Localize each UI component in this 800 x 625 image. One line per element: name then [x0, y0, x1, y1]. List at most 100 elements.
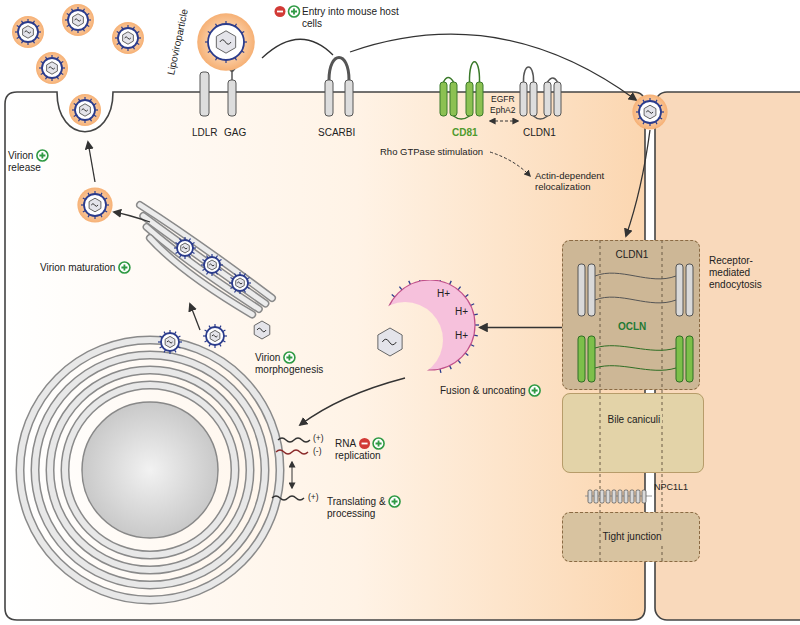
promotes-icon	[289, 6, 300, 17]
glycoprotein	[409, 281, 411, 285]
capsid	[89, 198, 101, 212]
envelope	[232, 275, 248, 291]
envelope	[84, 194, 106, 216]
step-label: Entry into mouse host cells	[302, 6, 410, 30]
capsid	[236, 278, 245, 288]
capsid	[123, 32, 134, 44]
host-cell	[5, 92, 645, 620]
virions	[12, 4, 668, 354]
viral-rna	[382, 339, 396, 345]
capsid	[181, 243, 190, 253]
lipoprotein-coat	[77, 187, 112, 222]
endosome-membrane	[385, 280, 475, 370]
part-label: (+)	[313, 433, 324, 443]
box-heading: Receptor-mediated endocytosis	[709, 255, 793, 291]
occludin-pairs	[578, 336, 693, 382]
part-label: (+)	[308, 492, 319, 502]
box-label: H+	[453, 306, 470, 318]
viral-rna	[237, 282, 242, 284]
viral-rna	[257, 328, 266, 332]
virion	[201, 254, 223, 276]
er-lumen	[20, 340, 280, 600]
envelope	[208, 24, 244, 60]
capsid	[165, 336, 175, 347]
envelope	[42, 58, 62, 78]
envelope	[68, 10, 88, 30]
viral-rna	[91, 204, 98, 207]
step-label: Fusion & uncoating	[440, 385, 526, 397]
lipoviroparticle	[36, 52, 68, 84]
endosome-shape	[335, 280, 480, 375]
lipoviroparticle	[69, 94, 101, 126]
box-label: H+	[435, 288, 452, 300]
receptors	[200, 58, 561, 120]
part-label: LDLR	[192, 127, 218, 139]
transmembrane-segment	[594, 490, 598, 503]
capsid	[47, 62, 58, 74]
lipoviroparticle	[112, 22, 144, 54]
golgi-lumen	[143, 216, 265, 304]
capsid	[80, 104, 91, 116]
step-label: Translating & processing	[327, 496, 407, 520]
promotes-icon	[119, 262, 130, 273]
lipoviroparticle	[632, 94, 667, 129]
envelope	[161, 333, 179, 351]
er-lumen	[35, 355, 265, 585]
viral-rna	[125, 37, 131, 39]
glycoprotein	[450, 281, 452, 285]
capsid	[216, 31, 235, 53]
envelope	[177, 240, 193, 256]
viral-rna	[209, 264, 214, 266]
box-label: CLDN1	[614, 249, 651, 261]
promotes-icon	[373, 438, 384, 449]
lipoviroparticle	[197, 13, 255, 71]
promotes-icon	[37, 150, 48, 161]
box-label: H+	[453, 330, 470, 342]
transmembrane-segment	[636, 490, 640, 503]
part-label: Lipoviroparticle	[164, 2, 192, 83]
tight-junction-box: Tight junction	[562, 512, 700, 562]
transmembrane-segment	[606, 490, 610, 503]
envelope	[639, 101, 661, 123]
promotes-icon	[389, 496, 400, 507]
er-sheet	[20, 340, 280, 600]
capsid	[208, 260, 217, 270]
lipoviroparticle	[12, 16, 44, 48]
restricts-icon	[275, 6, 286, 17]
envelope	[204, 257, 220, 273]
capsid	[210, 330, 220, 341]
lipoprotein-coat	[62, 4, 94, 36]
lipoprotein-coat	[197, 13, 255, 71]
nucleus	[82, 402, 218, 538]
nucleocapsid	[254, 321, 270, 339]
npc1l1-protein	[585, 490, 652, 503]
part-label: Actin-dependent relocalization	[535, 170, 635, 193]
cells	[5, 92, 800, 620]
bile-canaliculus-box: Bile caniculi	[562, 393, 704, 473]
glycoprotein	[475, 324, 479, 325]
viral-rna	[49, 67, 55, 69]
viral-rna	[167, 341, 173, 343]
virion	[158, 330, 182, 354]
virion	[229, 272, 251, 294]
lipoviroparticle	[77, 187, 112, 222]
part-label: NPC1L1	[654, 482, 688, 493]
lipoprotein-coat	[69, 94, 101, 126]
er-lumen	[50, 370, 250, 570]
glycoprotein	[450, 366, 452, 370]
step-label: Virion morphogenesis	[255, 352, 335, 376]
endoplasmic-reticulum	[20, 340, 280, 600]
envelope	[18, 22, 38, 42]
viral-rna	[646, 111, 653, 114]
part-label: EGFR	[491, 94, 515, 104]
part-label: CLDN1	[523, 127, 556, 139]
golgi-cisterna	[143, 216, 265, 304]
golgi-cisterna	[147, 227, 259, 309]
rna-strands	[272, 438, 310, 500]
envelope	[206, 327, 224, 345]
claudin-pairs	[578, 264, 693, 316]
transmembrane-segment	[612, 490, 616, 503]
capsid	[378, 328, 402, 356]
box-label: Bile caniculi	[606, 414, 663, 426]
